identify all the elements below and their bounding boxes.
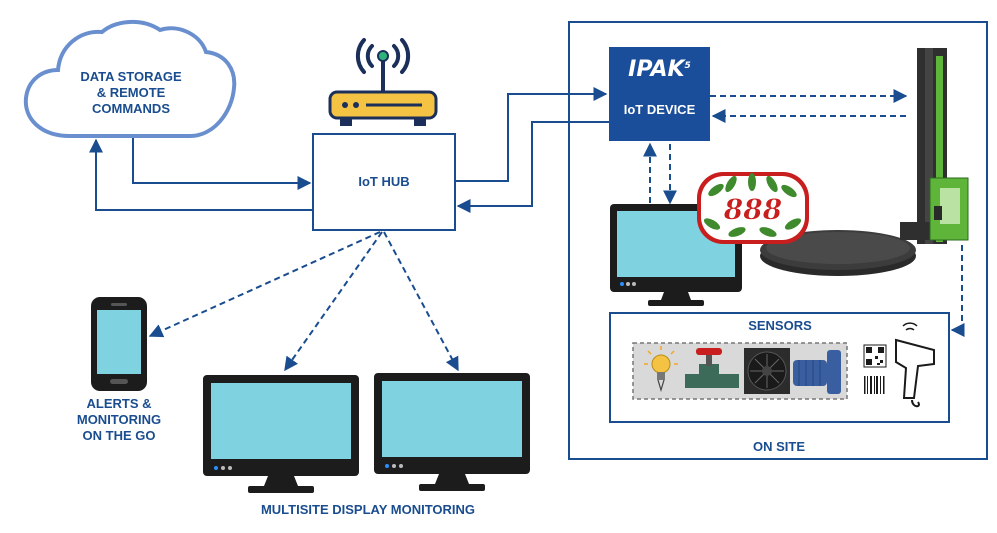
cloud-label-line3: COMMANDS: [92, 101, 170, 116]
cloud-to-hub-connector: [132, 138, 312, 190]
cloud-label-line2: & REMOTE: [96, 85, 166, 100]
mobile-label-line1: ALERTS &: [86, 396, 152, 411]
sensors-label: SENSORS: [748, 318, 812, 333]
cloud-icon: [23, 19, 237, 138]
sensor-strip: [632, 342, 848, 400]
hub-to-cloud-connector: [89, 138, 313, 211]
cloud-label-line1: DATA STORAGE: [80, 69, 182, 84]
hub-to-phone-connector: [148, 231, 381, 338]
machine-to-sensors-connector: [950, 245, 965, 337]
hub-label: IoT HUB: [358, 174, 410, 189]
hub-to-device-connector: [455, 87, 608, 182]
device-brand: IPAK5: [609, 58, 710, 82]
hub-to-display1-connector: [284, 231, 383, 372]
monitor-icon: [374, 373, 530, 491]
smartphone-icon: [91, 297, 147, 391]
mobile-label-line3: ON THE GO: [82, 428, 156, 443]
router-icon: [328, 50, 438, 126]
brand-logo-888: 888: [697, 172, 809, 244]
device-to-hub-connector: [456, 121, 609, 213]
iot-device-box: [609, 47, 710, 141]
on-site-frame: [568, 21, 988, 460]
cloud-label: DATA STORAGE & REMOTE COMMANDS: [56, 69, 206, 117]
mobile-label-line2: MONITORING: [76, 412, 162, 427]
device-brand-sup: 5: [684, 61, 691, 71]
monitor-icon: [203, 375, 359, 493]
displays-label: MULTISITE DISPLAY MONITORING: [260, 502, 476, 517]
on-site-label: ON SITE: [752, 439, 805, 454]
wifi-icon: [355, 38, 411, 74]
barcode-icon: [864, 376, 885, 394]
scanner-icon: [895, 322, 935, 408]
valve-icon: [685, 348, 739, 388]
device-label: IoT DEVICE: [623, 102, 696, 117]
iot-hub-box: [312, 133, 456, 231]
hub-to-display2-connector: [383, 231, 459, 372]
qr-code-icon: [863, 344, 887, 368]
lightbulb-icon: [644, 346, 678, 393]
device-brand-text: IPAK: [628, 57, 685, 82]
wrapping-machine-icon: [760, 48, 969, 276]
logo-text: 888: [723, 193, 782, 226]
fan-icon: [744, 348, 790, 394]
mobile-label: ALERTS & MONITORING ON THE GO: [52, 396, 186, 444]
motor-icon: [793, 350, 841, 394]
